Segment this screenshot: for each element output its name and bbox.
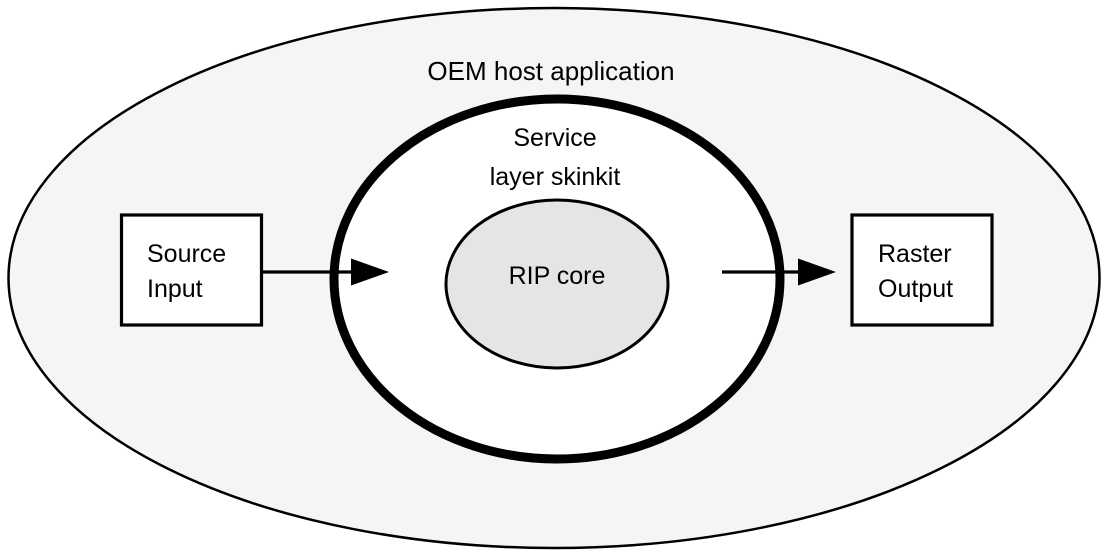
raster-output-label-line1: Raster (878, 240, 952, 268)
source-input-label-line2: Input (147, 275, 203, 303)
raster-output-label-line2: Output (878, 275, 953, 303)
source-input-label-line1: Source (147, 240, 226, 268)
output-arrow-head-icon (798, 258, 836, 286)
source-input-box (119, 213, 264, 327)
service-layer-label-line2: layer skinkit (490, 163, 621, 191)
oem-host-label: OEM host application (427, 56, 674, 86)
rip-core-label: RIP core (509, 262, 606, 290)
service-layer-label-line1: Service (513, 124, 596, 152)
input-arrow-head-icon (351, 258, 389, 286)
rip-core-ellipse (444, 198, 670, 370)
raster-output-box (850, 213, 994, 327)
